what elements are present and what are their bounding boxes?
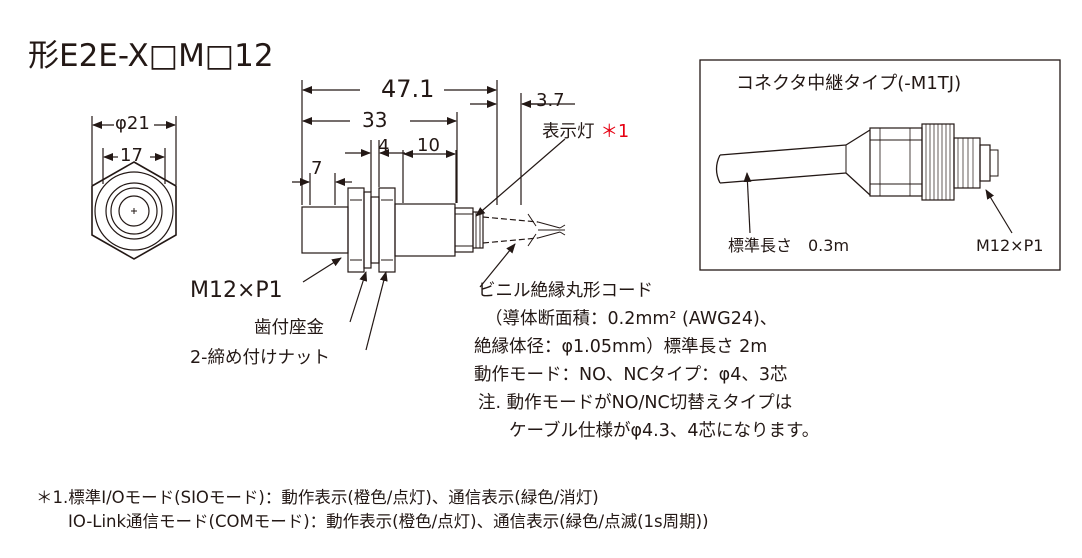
- inset-length-label: 標準長さ 0.3m: [728, 236, 850, 255]
- indicator-footnote-mark: ＊1: [600, 122, 630, 142]
- thread-label: M12×P1: [190, 278, 283, 303]
- rear-nut: [378, 187, 396, 273]
- dim-3-7: 3.7: [536, 90, 565, 111]
- cable-note-line: 絶縁体径：φ1.05mm）標準長さ 2m: [474, 337, 768, 357]
- sensor-head: [301, 206, 349, 254]
- inset-title: コネクタ中継タイプ(-M1TJ): [736, 73, 962, 94]
- washer-leader: [349, 271, 368, 323]
- dim-4: 4: [378, 136, 390, 157]
- indicator-text: 表示灯: [542, 122, 595, 142]
- nut-label: 2-締め付けナット: [190, 348, 330, 368]
- dim-7: 7: [311, 158, 323, 179]
- dim-17: 17: [120, 145, 143, 166]
- indicator-leader: [475, 138, 566, 217]
- end-view: [91, 116, 177, 260]
- inset-thread-label: M12×P1: [976, 236, 1044, 255]
- sensor-face-inner: [110, 187, 158, 235]
- thread-section: [370, 196, 380, 264]
- cable-note-line: 注. 動作モードがNO/NC切替えタイプは: [478, 393, 793, 413]
- side-view: [301, 187, 566, 273]
- washer-label: 歯付座金: [254, 318, 324, 338]
- thread-leader: [302, 257, 342, 283]
- hex-nut-outline: [91, 161, 177, 260]
- cable-note-line: ケーブル仕様がφ4.3、4芯になります。: [509, 421, 820, 441]
- nut-leader: [365, 271, 388, 351]
- sensor-face-outer: [105, 182, 163, 240]
- indicator-label: 表示灯＊1: [542, 122, 630, 142]
- cable-note-line: ビニル絶縁丸形コード: [478, 281, 653, 301]
- inset-connector-relay: [699, 59, 1061, 271]
- dim-total-length: 47.1: [381, 75, 435, 103]
- dim-body-length: 33: [362, 108, 388, 132]
- washer-front: [363, 191, 372, 269]
- front-nut: [347, 187, 365, 273]
- dim-phi21: φ21: [115, 113, 150, 134]
- washer-outline: [94, 171, 174, 251]
- cable-note-line: 動作モード：NO、NCタイプ：φ4、3芯: [474, 365, 788, 385]
- rear-body: [394, 203, 456, 257]
- inset-frame: [699, 59, 1061, 271]
- page-title: 形E2E-X□M□12: [28, 38, 274, 74]
- footnote-line-1: ＊1.標準I/Oモード(SIOモード)：動作表示(橙色/点灯)、通信表示(緑色/…: [36, 488, 599, 507]
- dim-10: 10: [417, 135, 440, 156]
- footnote-line-2: IO-Link通信モード(COMモード)：動作表示(橙色/点灯)、通信表示(緑色…: [68, 512, 709, 531]
- cable-leader: [479, 243, 516, 288]
- cable-note-line: （導体断面積：0.2mm² (AWG24)、: [485, 309, 778, 329]
